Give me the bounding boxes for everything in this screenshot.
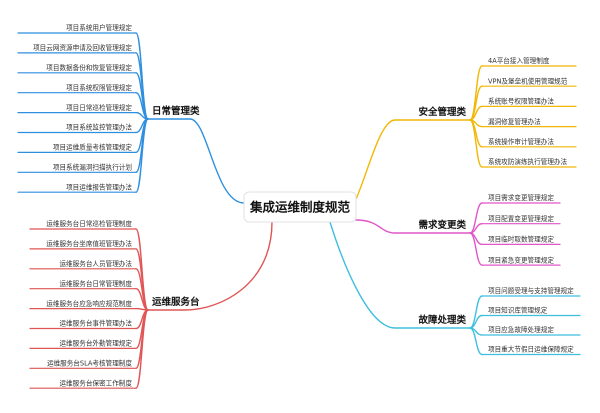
daily-leaf-item[interactable]: 项目运维报告管理办法 <box>66 182 132 191</box>
fault-leaf-connector <box>469 327 483 356</box>
branch-label-fault[interactable]: 故障处理类 <box>418 314 466 326</box>
service-leaf-item[interactable]: 运维服务台应急响应规范制度 <box>46 299 132 308</box>
requirement-leaf-item[interactable]: 项目紧急变更管理规定 <box>488 255 554 264</box>
requirement-leaf-item[interactable]: 项目临时取数管理规定 <box>488 235 554 244</box>
daily-leaf-item[interactable]: 项目系统漏洞扫描执行计划 <box>53 163 133 172</box>
daily-leaf-connector <box>135 118 149 193</box>
branch-label-security[interactable]: 安全管理类 <box>418 106 466 118</box>
leaf-group-fault: 项目问题受理与支持管理规定项目知识库管理规定项目应急故障处理规定项目重大节假日运… <box>469 286 581 356</box>
leaf-group-service: 运维服务台日常巡检管理制度运维服务台坐席值班管理办法运维服务台人员管理办法运维服… <box>29 219 149 389</box>
trunk-service <box>147 221 273 311</box>
security-leaf-item[interactable]: VPN及堡垒机使用管理规范 <box>488 76 568 85</box>
service-leaf-item[interactable]: 运维服务台外勤管理规定 <box>59 339 132 348</box>
fault-leaf-item[interactable]: 项目知识库管理规定 <box>488 306 548 315</box>
security-leaf-item[interactable]: 漏洞修复管理办法 <box>488 117 541 126</box>
daily-leaf-item[interactable]: 项目云网资源申请及回收管理规定 <box>33 43 132 52</box>
daily-leaf-connector <box>135 52 149 120</box>
service-leaf-item[interactable]: 运维服务台保密工作制度 <box>59 378 132 387</box>
center-node-box <box>243 191 357 223</box>
trunk-daily <box>147 118 245 204</box>
fault-leaf-item[interactable]: 项目重大节假日运维保障规定 <box>488 345 574 354</box>
requirement-leaf-item[interactable]: 项目需求变更管理规定 <box>488 193 554 202</box>
requirement-leaf-item[interactable]: 项目配置变更管理规定 <box>488 214 554 223</box>
service-leaf-connector <box>135 309 149 389</box>
leaf-group-security: 4A平台接入管理制度 VPN及堡垒机使用管理规范系统账号权限管理办法漏洞修复管理办… <box>469 56 577 168</box>
center-node[interactable]: 集成运维制度规范 <box>243 191 357 223</box>
leaf-group-daily: 项目系统用户管理规定项目云网资源申请及回收管理规定项目数据备份和恢复管理规定项目… <box>17 23 149 193</box>
daily-leaf-item[interactable]: 项目系统用户管理规定 <box>66 23 132 32</box>
service-leaf-item[interactable]: 运维服务台人员管理办法 <box>59 259 132 268</box>
trunk-fault <box>329 221 471 329</box>
service-leaf-item[interactable]: 运维服务台SLA考核管理制度 <box>47 359 132 368</box>
daily-leaf-item[interactable]: 项目日常巡检管理规定 <box>66 103 132 112</box>
daily-leaf-item[interactable]: 项目系统权限管理规定 <box>66 83 132 92</box>
security-leaf-item[interactable]: 系统账号权限管理办法 <box>488 97 554 106</box>
requirement-leaf-connector <box>469 232 483 266</box>
service-leaf-item[interactable]: 运维服务台日常巡检管理制度 <box>46 219 132 228</box>
service-leaf-item[interactable]: 运维服务台坐席值班管理办法 <box>46 239 132 248</box>
daily-leaf-item[interactable]: 项目运维质量考核管理规定 <box>53 143 133 152</box>
trunk-security <box>343 119 471 215</box>
center-node-label: 集成运维制度规范 <box>249 200 351 215</box>
daily-leaf-item[interactable]: 项目数据备份和恢复管理规定 <box>46 63 132 72</box>
security-leaf-item[interactable]: 系统攻防演练执行管理办法 <box>488 157 568 166</box>
trunk-requirement <box>355 219 471 234</box>
service-leaf-item[interactable]: 运维服务台事件管理办法 <box>59 319 132 328</box>
security-leaf-item[interactable]: 4A平台接入管理制度 <box>488 56 550 65</box>
daily-leaf-item[interactable]: 项目系统监控管理办法 <box>66 123 132 132</box>
branch-label-service[interactable]: 运维服务台 <box>152 296 200 308</box>
service-leaf-item[interactable]: 运维服务台日常管理制度 <box>59 279 132 288</box>
security-leaf-connector <box>469 119 483 168</box>
branch-label-requirement[interactable]: 需求变更类 <box>418 219 466 231</box>
fault-leaf-item[interactable]: 项目问题受理与支持管理规定 <box>488 286 574 295</box>
fault-leaf-item[interactable]: 项目应急故障处理规定 <box>488 325 554 334</box>
branch-label-daily[interactable]: 日常管理类 <box>152 105 200 117</box>
security-leaf-item[interactable]: 系统操作审计管理办法 <box>488 137 554 146</box>
